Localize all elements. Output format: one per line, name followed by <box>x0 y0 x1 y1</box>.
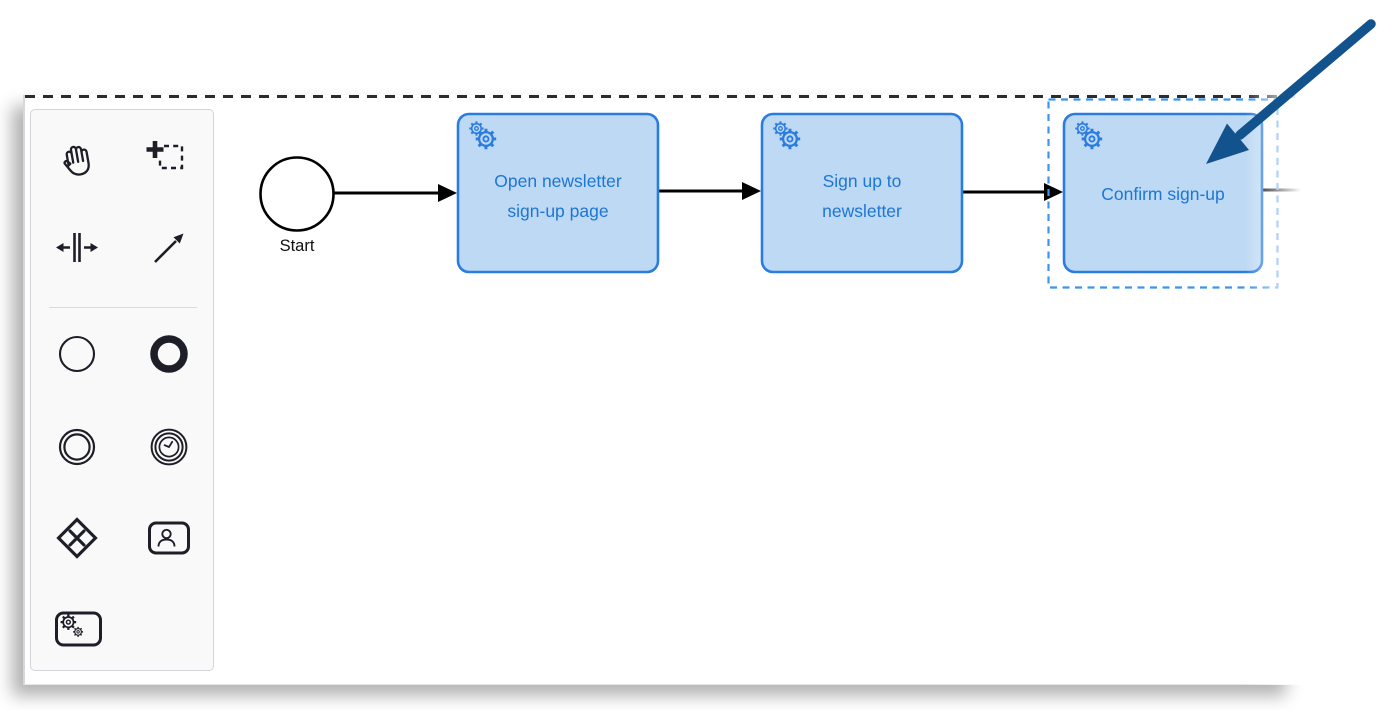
lasso-tool-icon <box>146 141 184 170</box>
user-task-icon <box>148 521 190 555</box>
timer-event-icon <box>150 428 188 466</box>
hand-tool-icon <box>63 145 90 176</box>
start-event-icon <box>58 335 96 373</box>
exclusive-gateway-icon <box>56 517 98 559</box>
lasso-tool-button[interactable] <box>141 133 197 189</box>
sequence-flow-task1-to-task2[interactable] <box>659 182 761 200</box>
selection-outline <box>1047 98 1279 289</box>
create-intermediate-event-button[interactable] <box>49 419 105 475</box>
task-label-line: Open newsletter <box>494 171 622 191</box>
task-confirm-sign-up[interactable]: Confirm sign-up <box>1062 112 1264 274</box>
start-event-label: Start <box>280 237 315 255</box>
task-label-line: newsletter <box>822 201 902 221</box>
arrowhead <box>438 184 457 202</box>
create-timer-event-button[interactable] <box>141 419 197 475</box>
arrowhead <box>742 182 761 200</box>
hand-tool-button[interactable] <box>49 133 105 189</box>
arrowhead <box>1044 183 1063 201</box>
end-event-icon <box>150 335 188 373</box>
global-connect-tool-icon <box>154 233 184 263</box>
sequence-flow-task2-to-task3[interactable] <box>963 183 1063 201</box>
task-label-line: Sign up to <box>823 171 902 191</box>
space-tool-icon <box>56 233 98 262</box>
sequence-flow-start-to-task1[interactable] <box>334 184 457 202</box>
task-sign-up-to-newsletter[interactable]: Sign up to newsletter <box>760 112 964 274</box>
task-label-line: sign-up page <box>507 201 608 221</box>
tool-palette <box>30 109 214 671</box>
create-exclusive-gateway-button[interactable] <box>49 510 105 566</box>
create-service-task-button[interactable] <box>50 601 106 657</box>
create-user-task-button[interactable] <box>141 510 197 566</box>
create-end-event-button[interactable] <box>141 326 197 382</box>
intermediate-event-icon <box>58 428 96 466</box>
canvas-top-dashed-border <box>25 95 1297 98</box>
service-task-icon <box>55 611 102 647</box>
create-start-event-button[interactable] <box>49 326 105 382</box>
task-open-newsletter-signup-page[interactable]: Open newsletter sign-up page <box>456 112 660 274</box>
palette-separator <box>49 307 197 308</box>
task-label-line: Confirm sign-up <box>1101 184 1225 204</box>
global-connect-tool-button[interactable] <box>141 221 197 277</box>
start-event-shape[interactable]: Start <box>259 156 335 256</box>
space-tool-button[interactable] <box>49 221 105 277</box>
